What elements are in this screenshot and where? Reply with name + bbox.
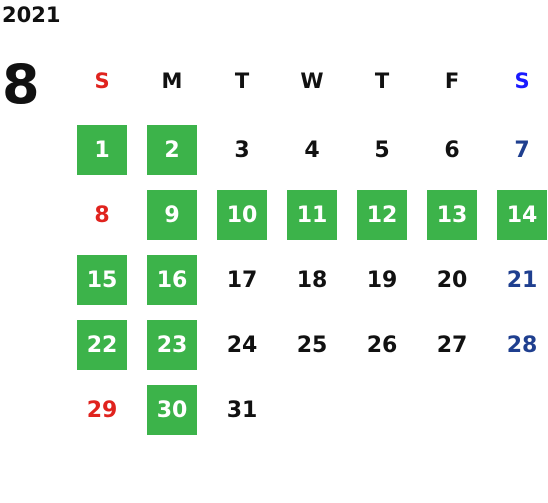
calendar-day-11[interactable]: 11 (287, 190, 337, 240)
calendar-day-3[interactable]: 3 (234, 137, 250, 163)
calendar-day-31[interactable]: 31 (226, 397, 258, 423)
calendar-day-23[interactable]: 23 (147, 320, 197, 370)
calendar-day-18[interactable]: 18 (296, 267, 328, 293)
calendar-day-27[interactable]: 27 (436, 332, 468, 358)
month-label: 8 (2, 53, 40, 116)
calendar-day-25[interactable]: 25 (296, 332, 328, 358)
calendar-day-13[interactable]: 13 (427, 190, 477, 240)
calendar-day-15[interactable]: 15 (77, 255, 127, 305)
weekday-header-sun: S (94, 69, 110, 93)
calendar-day-29[interactable]: 29 (86, 397, 118, 423)
calendar-day-22[interactable]: 22 (77, 320, 127, 370)
calendar-day-7[interactable]: 7 (514, 137, 530, 163)
calendar-day-2[interactable]: 2 (147, 125, 197, 175)
calendar-day-5[interactable]: 5 (374, 137, 390, 163)
calendar-day-1[interactable]: 1 (77, 125, 127, 175)
calendar-day-12[interactable]: 12 (357, 190, 407, 240)
weekday-header-thu: T (374, 69, 390, 93)
calendar-day-19[interactable]: 19 (366, 267, 398, 293)
weekday-header-wed: W (300, 69, 324, 93)
calendar-day-24[interactable]: 24 (226, 332, 258, 358)
calendar-day-28[interactable]: 28 (506, 332, 538, 358)
weekday-header-mon: M (161, 69, 183, 93)
calendar-day-9[interactable]: 9 (147, 190, 197, 240)
weekday-header-fri: F (444, 69, 460, 93)
calendar-day-6[interactable]: 6 (444, 137, 460, 163)
calendar-day-21[interactable]: 21 (506, 267, 538, 293)
calendar-day-4[interactable]: 4 (304, 137, 320, 163)
calendar-day-30[interactable]: 30 (147, 385, 197, 435)
calendar-day-17[interactable]: 17 (226, 267, 258, 293)
weekday-header-tue: T (234, 69, 250, 93)
calendar-day-16[interactable]: 16 (147, 255, 197, 305)
calendar-day-20[interactable]: 20 (436, 267, 468, 293)
calendar-day-8[interactable]: 8 (94, 202, 110, 228)
year-label: 2021 (2, 3, 61, 27)
calendar-day-14[interactable]: 14 (497, 190, 547, 240)
calendar-day-10[interactable]: 10 (217, 190, 267, 240)
calendar-day-26[interactable]: 26 (366, 332, 398, 358)
weekday-header-sat: S (514, 69, 530, 93)
